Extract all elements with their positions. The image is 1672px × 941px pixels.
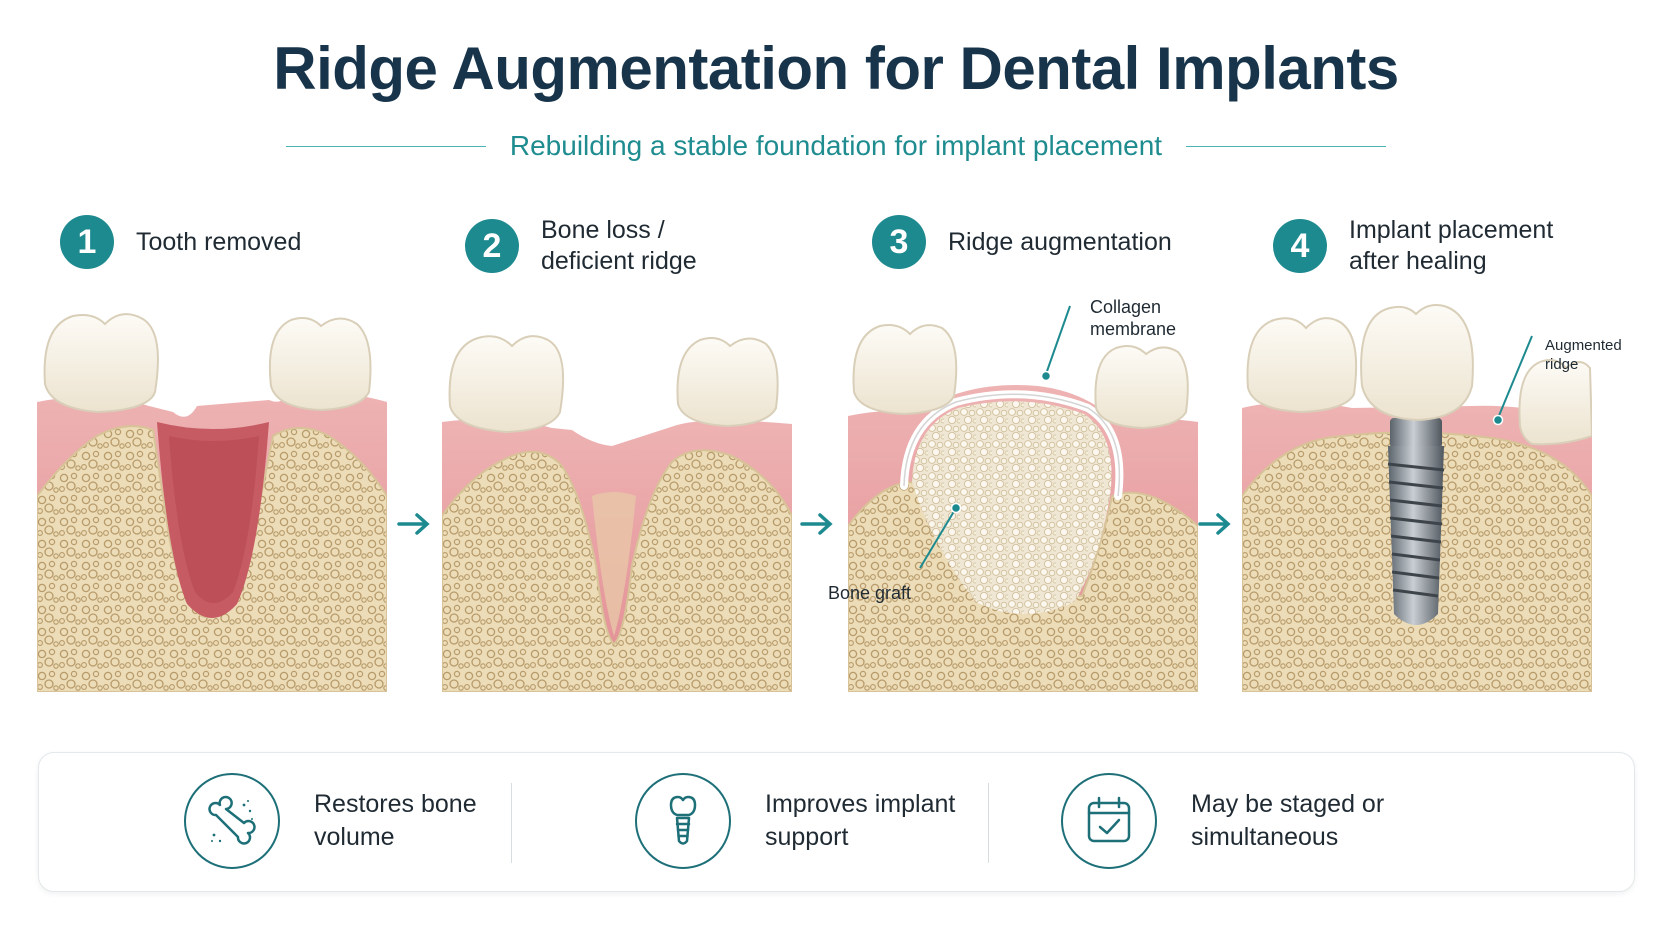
benefit-staged-simultaneous: May be staged or simultaneous [1061,773,1411,869]
step-4-heading: 4 Implant placement after healing [1273,215,1584,277]
benefit-bone-volume: Restores bone volume [184,773,534,869]
step-4-label: Implant placement after healing [1349,216,1554,275]
panel-ridge-augmentation [848,296,1198,692]
arrow-step-3-to-4 [1198,510,1234,538]
step-2-number: 2 [465,219,519,273]
step-1-number: 1 [60,215,114,269]
arrow-step-1-to-2 [397,510,433,538]
step-3-label: Ridge augmentation [948,227,1172,256]
callout-augmented-ridge: Augmented ridge [1545,337,1622,373]
step-3-heading: 3 Ridge augmentation [872,215,1172,269]
step-1-heading: 1 Tooth removed [60,215,301,269]
arrow-step-2-to-3 [800,510,836,538]
page-title: Ridge Augmentation for Dental Implants [273,35,1399,102]
implant-icon [635,773,731,869]
benefit-divider-2 [988,783,989,863]
step-1-label: Tooth removed [136,227,302,256]
page-subtitle: Rebuilding a stable foundation for impla… [509,130,1163,161]
benefit-bone-volume-text: Restores bone volume [314,790,477,851]
panel-tooth-removed [37,296,387,692]
step-2-heading: 2 Bone loss / deficient ridge [465,215,731,277]
step-3-number: 3 [872,215,926,269]
benefit-staged-text: May be staged or simultaneous [1191,790,1385,851]
benefit-implant-support-text: Improves implant support [765,790,956,851]
subtitle-row: Rebuilding a stable foundation for impla… [0,128,1672,164]
benefit-divider-1 [511,783,512,863]
callout-bone-graft: Bone graft [828,583,912,603]
calendar-check-icon [1061,773,1157,869]
panel-bone-loss [442,296,792,692]
panel-implant-placement [1242,296,1592,692]
subtitle-rule-left [285,145,486,147]
benefits-panel: Restores bone volume Improves implant su… [38,752,1635,892]
benefit-implant-support: Improves implant support [635,773,985,869]
step-4-number: 4 [1273,219,1327,273]
step-2-label: Bone loss / deficient ridge [541,216,697,275]
subtitle-rule-right [1186,145,1387,147]
bone-icon [184,773,280,869]
callout-collagen-membrane: Collagen membrane [1090,297,1177,339]
